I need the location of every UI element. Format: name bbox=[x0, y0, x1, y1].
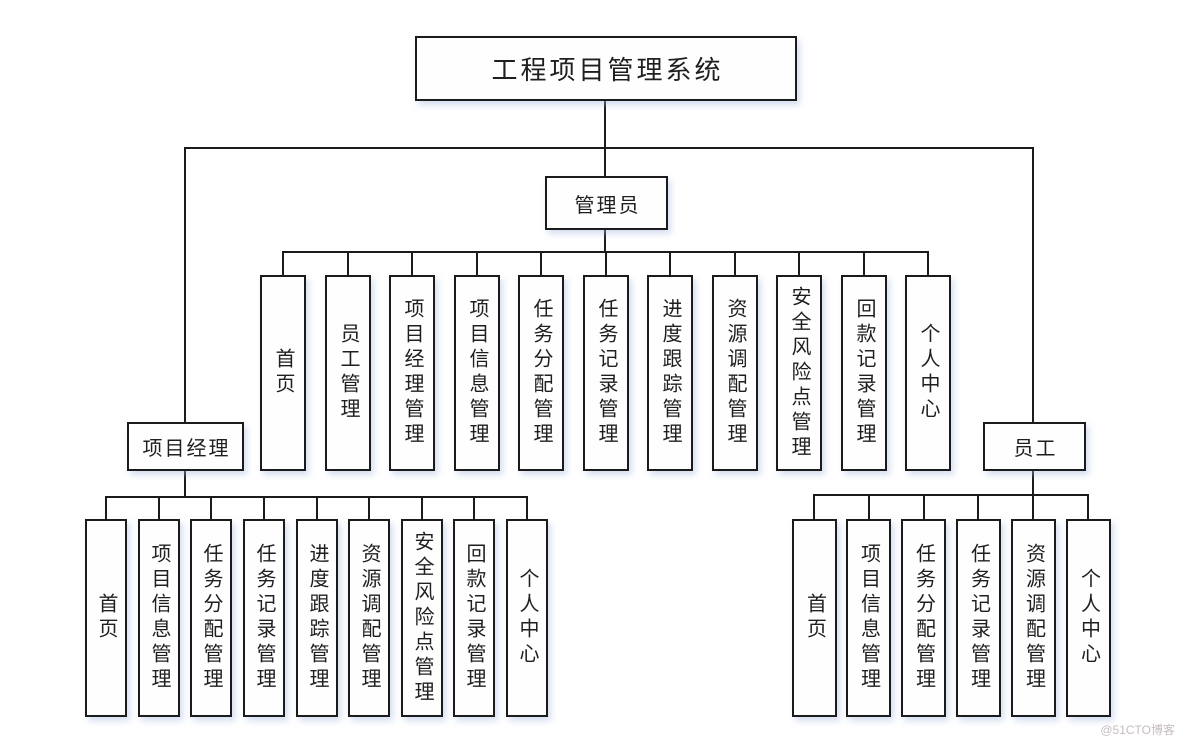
node-emp-4: 资源调配管理 bbox=[1011, 519, 1056, 717]
node-admin-0: 首页 bbox=[260, 275, 306, 471]
connector-line bbox=[473, 496, 475, 521]
connector-line bbox=[734, 251, 736, 277]
node-pm-8: 个人中心 bbox=[506, 519, 548, 717]
node-label: 员工管理 bbox=[337, 323, 359, 423]
connector-line bbox=[210, 496, 212, 521]
node-label: 回款记录管理 bbox=[463, 543, 485, 693]
connector-line bbox=[1032, 494, 1034, 521]
connector-line bbox=[813, 494, 1089, 496]
node-label: 资源调配管理 bbox=[1022, 543, 1045, 693]
node-root: 工程项目管理系统 bbox=[415, 36, 797, 101]
connector-line bbox=[923, 494, 925, 521]
node-label: 安全风险点管理 bbox=[788, 285, 810, 461]
node-label: 资源调配管理 bbox=[358, 543, 380, 693]
node-pm-4: 进度跟踪管理 bbox=[296, 519, 338, 717]
connector-line bbox=[421, 496, 423, 521]
node-emp-2: 任务分配管理 bbox=[901, 519, 946, 717]
node-emp-3: 任务记录管理 bbox=[956, 519, 1001, 717]
node-pm-2: 任务分配管理 bbox=[190, 519, 232, 717]
node-pm-1: 项目信息管理 bbox=[138, 519, 180, 717]
node-label: 项目信息管理 bbox=[857, 543, 880, 693]
node-pm-7: 回款记录管理 bbox=[453, 519, 495, 717]
node-label: 个人中心 bbox=[516, 568, 538, 668]
node-label: 个人中心 bbox=[1077, 568, 1100, 668]
connector-line bbox=[184, 147, 1034, 149]
node-admin-8: 安全风险点管理 bbox=[776, 275, 822, 471]
node-admin-3: 项目信息管理 bbox=[454, 275, 500, 471]
node-admin-5: 任务记录管理 bbox=[583, 275, 629, 471]
connector-line bbox=[316, 496, 318, 521]
connector-line bbox=[476, 251, 478, 277]
connector-line bbox=[184, 471, 186, 497]
node-emp: 员工 bbox=[983, 422, 1086, 471]
connector-line bbox=[798, 251, 800, 277]
node-label: 任务分配管理 bbox=[912, 543, 935, 693]
connector-line bbox=[1087, 494, 1089, 521]
connector-line bbox=[868, 494, 870, 521]
node-admin-1: 员工管理 bbox=[325, 275, 371, 471]
connector-line bbox=[1032, 147, 1034, 423]
connector-line bbox=[526, 496, 528, 521]
node-pm-3: 任务记录管理 bbox=[243, 519, 285, 717]
node-pm: 项目经理 bbox=[127, 422, 244, 471]
node-emp-0: 首页 bbox=[792, 519, 837, 717]
connector-line bbox=[605, 251, 607, 277]
node-pm-0: 首页 bbox=[85, 519, 127, 717]
node-admin: 管理员 bbox=[545, 176, 668, 230]
node-emp-5: 个人中心 bbox=[1066, 519, 1111, 717]
connector-line bbox=[184, 147, 186, 423]
node-label: 任务记录管理 bbox=[595, 298, 617, 448]
connector-line bbox=[977, 494, 979, 521]
connector-line bbox=[863, 251, 865, 277]
node-label: 进度跟踪管理 bbox=[659, 298, 681, 448]
node-label: 首页 bbox=[95, 593, 117, 643]
node-admin-6: 进度跟踪管理 bbox=[647, 275, 693, 471]
node-admin-4: 任务分配管理 bbox=[518, 275, 564, 471]
connector-line bbox=[105, 496, 107, 521]
connector-line bbox=[1032, 471, 1034, 495]
node-admin-10: 个人中心 bbox=[905, 275, 951, 471]
node-label: 进度跟踪管理 bbox=[306, 543, 328, 693]
node-label: 任务分配管理 bbox=[530, 298, 552, 448]
node-label: 首页 bbox=[803, 593, 826, 643]
connector-line bbox=[813, 494, 815, 521]
node-label: 任务记录管理 bbox=[967, 543, 990, 693]
connector-line bbox=[263, 496, 265, 521]
node-label: 项目信息管理 bbox=[148, 543, 170, 693]
connector-line bbox=[604, 101, 606, 148]
connector-line bbox=[604, 147, 606, 177]
node-label: 资源调配管理 bbox=[724, 298, 746, 448]
node-label: 任务分配管理 bbox=[200, 543, 222, 693]
connector-line bbox=[669, 251, 671, 277]
connector-line bbox=[927, 251, 929, 277]
node-label: 首页 bbox=[272, 348, 294, 398]
connector-line bbox=[604, 230, 606, 253]
node-pm-5: 资源调配管理 bbox=[348, 519, 390, 717]
watermark: @51CTO博客 bbox=[1100, 723, 1175, 737]
node-label: 安全风险点管理 bbox=[411, 530, 433, 706]
node-label: 任务记录管理 bbox=[253, 543, 275, 693]
connector-line bbox=[540, 251, 542, 277]
node-admin-7: 资源调配管理 bbox=[712, 275, 758, 471]
connector-line bbox=[282, 251, 284, 277]
connector-line bbox=[158, 496, 160, 521]
node-emp-1: 项目信息管理 bbox=[846, 519, 891, 717]
node-pm-6: 安全风险点管理 bbox=[401, 519, 443, 717]
node-admin-2: 项目经理管理 bbox=[389, 275, 435, 471]
node-label: 项目信息管理 bbox=[466, 298, 488, 448]
node-label: 项目经理管理 bbox=[401, 298, 423, 448]
connector-line bbox=[411, 251, 413, 277]
node-admin-9: 回款记录管理 bbox=[841, 275, 887, 471]
connector-line bbox=[347, 251, 349, 277]
node-label: 回款记录管理 bbox=[853, 298, 875, 448]
connector-line bbox=[368, 496, 370, 521]
node-label: 个人中心 bbox=[917, 323, 939, 423]
